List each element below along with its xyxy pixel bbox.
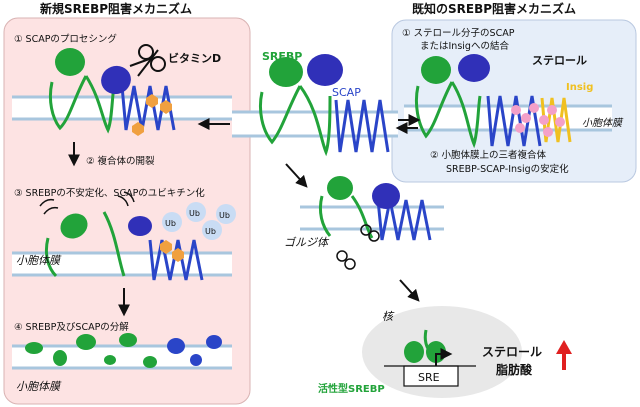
scap-label: SCAP — [332, 86, 361, 99]
left-step2-label: ② 複合体の開裂 — [86, 155, 155, 167]
ub-label-2: Ub — [189, 209, 200, 218]
ubiquitin-tags — [162, 202, 236, 240]
vitamin-d-bound — [160, 240, 184, 262]
up-arrow-icon — [556, 340, 572, 370]
center-complex — [258, 54, 390, 157]
vitamin-d-label: ビタミンD — [168, 51, 221, 65]
right-step1-label-2: またはInsigへの結合 — [420, 40, 509, 52]
flow-arrows — [68, 114, 421, 317]
sre-label: SRE — [418, 371, 440, 384]
insig-label: Insig — [566, 82, 593, 93]
membrane-left-1 — [12, 95, 232, 121]
golgi-complex — [318, 176, 432, 241]
motion-marks — [39, 191, 135, 215]
right-complex — [414, 54, 572, 149]
right-step2-label-2: SREBP-SCAP-Insigの安定化 — [446, 163, 569, 175]
sterol-molecules — [511, 103, 565, 137]
output-fatty-acid-label: 脂肪酸 — [495, 362, 533, 377]
nucleus-label: 核 — [382, 310, 395, 323]
left-membrane-label: 小胞体膜 — [16, 254, 62, 267]
srebp-label: SREBP — [262, 50, 302, 63]
left-title: 新規SREBP阻害メカニズム — [40, 1, 192, 16]
right-membrane-label: 小胞体膜 — [582, 117, 624, 129]
output-sterol-label: ステロール — [482, 345, 542, 359]
scissors-icon — [129, 44, 166, 77]
left-step3-complex — [39, 191, 204, 281]
vitamin-d-molecules — [132, 94, 172, 136]
active-srebp-label: 活性型SREBP — [318, 382, 385, 395]
ub-label-1: Ub — [165, 219, 176, 228]
left-step3-label: ③ SREBPの不安定化、SCAPのユビキチン化 — [14, 187, 205, 199]
golgi-scissors-icon — [336, 224, 380, 270]
right-step1-label-1: ① ステロール分子のSCAP — [402, 28, 515, 39]
sterol-label: ステロール — [532, 54, 587, 67]
right-title: 既知のSREBP阻害メカニズム — [412, 1, 576, 16]
left-step1-complex — [48, 48, 176, 136]
ub-label-4: Ub — [219, 211, 230, 220]
ub-label-3: Ub — [205, 227, 216, 236]
golgi-label: ゴルジ体 — [284, 236, 330, 249]
degraded-fragments — [25, 333, 222, 368]
right-step2-label-1: ② 小胞体膜上の三者複合体 — [430, 149, 547, 161]
left-step4-label: ④ SREBP及びSCAPの分解 — [14, 321, 129, 333]
left-step1-label: ① SCAPのプロセシング — [14, 33, 117, 45]
left-membrane-label-2: 小胞体膜 — [16, 380, 62, 393]
active-srebp-dimer — [384, 329, 476, 387]
